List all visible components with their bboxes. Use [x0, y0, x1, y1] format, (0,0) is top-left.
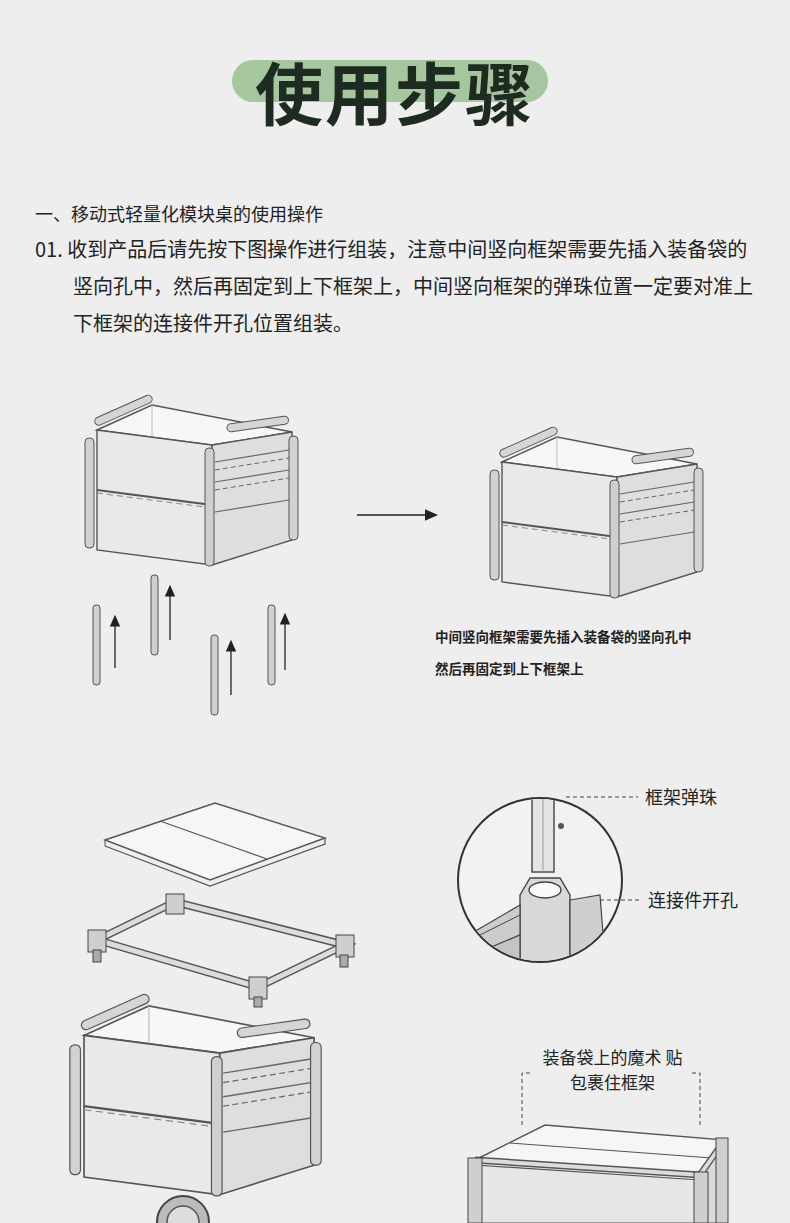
wheel	[157, 1196, 209, 1223]
frame	[88, 894, 354, 1007]
part-label: 框架弹珠	[645, 783, 717, 809]
section-heading: 一、移动式轻量化模块桌的使用操作	[35, 200, 755, 226]
step-caption: 中间竖向框架需要先插入装备袋的竖向孔中 然后再固定到上下框架上	[435, 620, 700, 684]
assembled-table	[468, 1125, 728, 1223]
page-title: 使用步骤	[0, 46, 790, 136]
lid	[105, 803, 325, 886]
step-arrow	[357, 514, 432, 516]
instruction-text: 01. 收到产品后请先按下图操作进行组装，注意中间竖向框架需要先插入装备袋的 竖…	[35, 230, 770, 341]
bag-box-lower	[70, 993, 321, 1196]
vertical-rods	[93, 575, 275, 715]
detail-circle	[458, 790, 622, 985]
up-arrows	[115, 590, 285, 695]
bag-box	[85, 394, 298, 566]
leader-lines	[522, 797, 700, 1125]
assembled-box	[490, 426, 703, 598]
part-label: 连接件开孔	[648, 886, 738, 912]
velcro-note: 装备袋上的魔术 贴包裹住框架	[540, 1044, 685, 1094]
